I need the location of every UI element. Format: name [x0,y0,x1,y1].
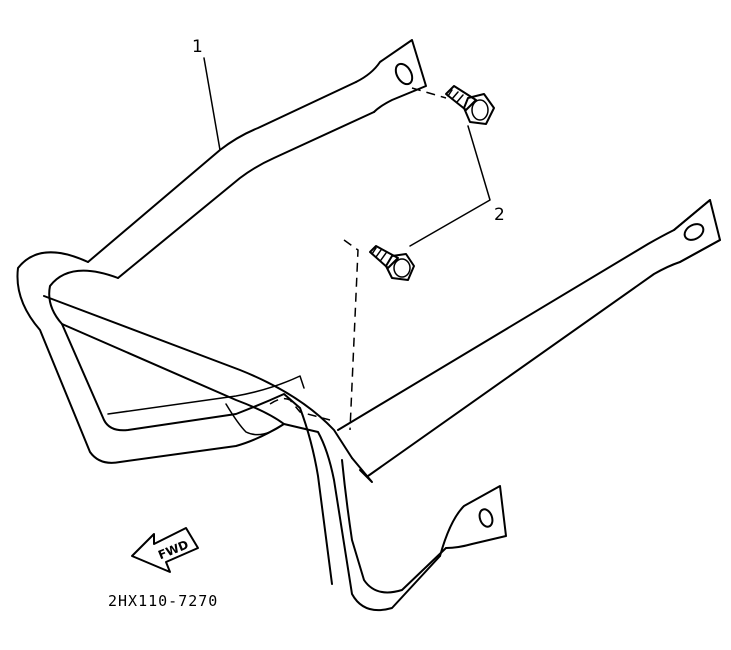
callout-part-1: 1 [192,37,203,57]
front-loop-inner [48,269,333,585]
bolt-upper-head [463,93,495,125]
cross-bar-rear [107,375,305,415]
upper-rail-outer [87,81,357,263]
guard-frame [16,39,721,612]
callout-part-2: 2 [494,205,505,225]
cross-bar-lower [61,323,285,425]
forward-arrow: FWD [131,527,199,573]
top-bracket-hole [394,62,414,86]
bottom-bracket-hole [478,508,494,528]
cross-bar-upper [43,295,353,459]
part-code: 2HX110-7270 [108,592,218,610]
bolt-upper-centre-line [411,87,447,99]
bolt-lower [369,245,415,281]
leader-line-part-1 [203,57,221,151]
side-rail-corner [351,457,373,483]
left-arrow-icon [131,527,199,573]
bolt-lower-face [393,258,411,278]
bolt-upper-face [471,99,489,121]
upper-rail-inner [117,111,375,279]
leader-line-part-2 [409,125,491,247]
right-bracket [673,199,721,263]
bolt-upper [445,85,495,125]
bolt-lower-head [385,253,415,281]
bolt-upper-thread [447,89,464,103]
right-bracket-hole [683,223,705,241]
front-loop-outer [16,251,441,612]
hidden-contour [269,397,331,421]
bolt-lower-shank [369,245,399,269]
bolt-lower-thread [371,247,387,261]
side-rail-outer [337,199,711,431]
side-rail-inner [367,239,721,477]
top-bracket [355,39,427,113]
cross-bar-joint [225,403,285,436]
bolt-upper-shank [445,85,477,111]
bottom-bracket [439,485,507,557]
bolt-centre-line [343,239,359,431]
front-leg-right [341,459,447,594]
